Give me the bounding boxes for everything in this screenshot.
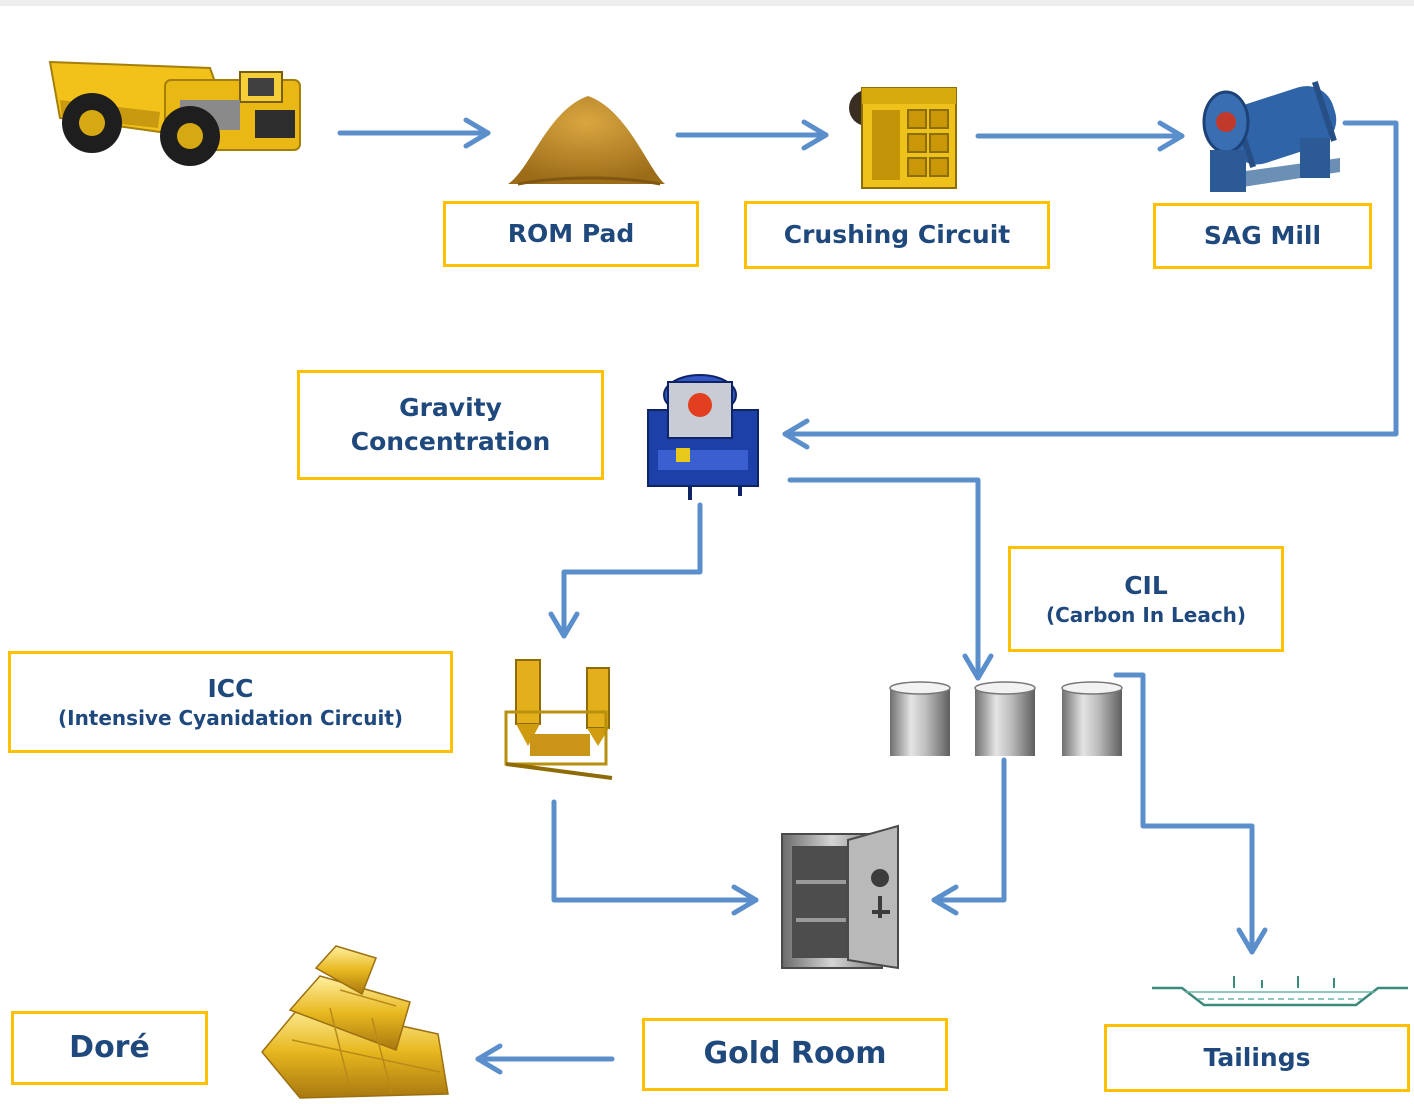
safe-icon bbox=[781, 824, 899, 970]
arrow-gravity-to-cil bbox=[787, 477, 994, 681]
sag-mill-text: SAG Mill bbox=[1203, 221, 1322, 251]
top-strip bbox=[0, 0, 1414, 6]
sag-mill-icon bbox=[1202, 80, 1340, 192]
arrow-goldroom-to-dore bbox=[475, 1043, 615, 1075]
gravity-concentrator-icon bbox=[647, 374, 759, 500]
icc-text: ICC bbox=[207, 673, 254, 703]
tailings-label: Tailings bbox=[1104, 1024, 1410, 1092]
arrow-icc-to-goldroom bbox=[551, 799, 759, 916]
cil-sub-text: (Carbon In Leach) bbox=[1045, 603, 1247, 628]
icc-label: ICC (Intensive Cyanidation Circuit) bbox=[8, 651, 453, 753]
cil-text: CIL bbox=[1124, 570, 1168, 600]
cyanidation-reactor-icon bbox=[504, 659, 613, 780]
arrow-sag-to-gravity bbox=[782, 120, 1399, 450]
rom-pad-text: ROM Pad bbox=[507, 219, 635, 249]
gravity-line2-text: Concentration bbox=[350, 427, 551, 456]
haul-truck-icon bbox=[48, 60, 301, 166]
leach-tanks-icon bbox=[889, 681, 1123, 756]
gold-room-label: Gold Room bbox=[642, 1018, 948, 1091]
arrow-rom-to-crushing bbox=[675, 119, 829, 151]
sag-mill-label: SAG Mill bbox=[1153, 203, 1372, 269]
crushing-circuit-text: Crushing Circuit bbox=[783, 220, 1011, 250]
arrow-truck-to-rom bbox=[337, 117, 491, 149]
arrow-cil-to-goldroom bbox=[931, 757, 1007, 916]
dore-label: Doré bbox=[11, 1011, 208, 1085]
arrow-gravity-to-icc bbox=[548, 502, 703, 639]
gold-bars-icon bbox=[261, 945, 449, 1099]
arrow-cil-to-tailings bbox=[1113, 672, 1268, 955]
tailings-dam-icon bbox=[1152, 976, 1408, 1007]
gravity-concentration-label: Gravity Concentration bbox=[297, 370, 604, 480]
tailings-text: Tailings bbox=[1203, 1043, 1311, 1073]
jaw-crusher-icon bbox=[849, 87, 957, 189]
gold-room-text: Gold Room bbox=[703, 1036, 887, 1072]
crushing-circuit-label: Crushing Circuit bbox=[744, 201, 1050, 269]
gravity-line1-text: Gravity bbox=[399, 393, 502, 423]
icc-sub-text: (Intensive Cyanidation Circuit) bbox=[57, 706, 404, 731]
arrow-crushing-to-sag bbox=[975, 120, 1185, 152]
cil-label: CIL (Carbon In Leach) bbox=[1008, 546, 1284, 652]
dore-text: Doré bbox=[69, 1029, 150, 1065]
flow-arrows bbox=[337, 117, 1399, 1075]
ore-pile-icon bbox=[508, 96, 665, 186]
rom-pad-label: ROM Pad bbox=[443, 201, 699, 267]
